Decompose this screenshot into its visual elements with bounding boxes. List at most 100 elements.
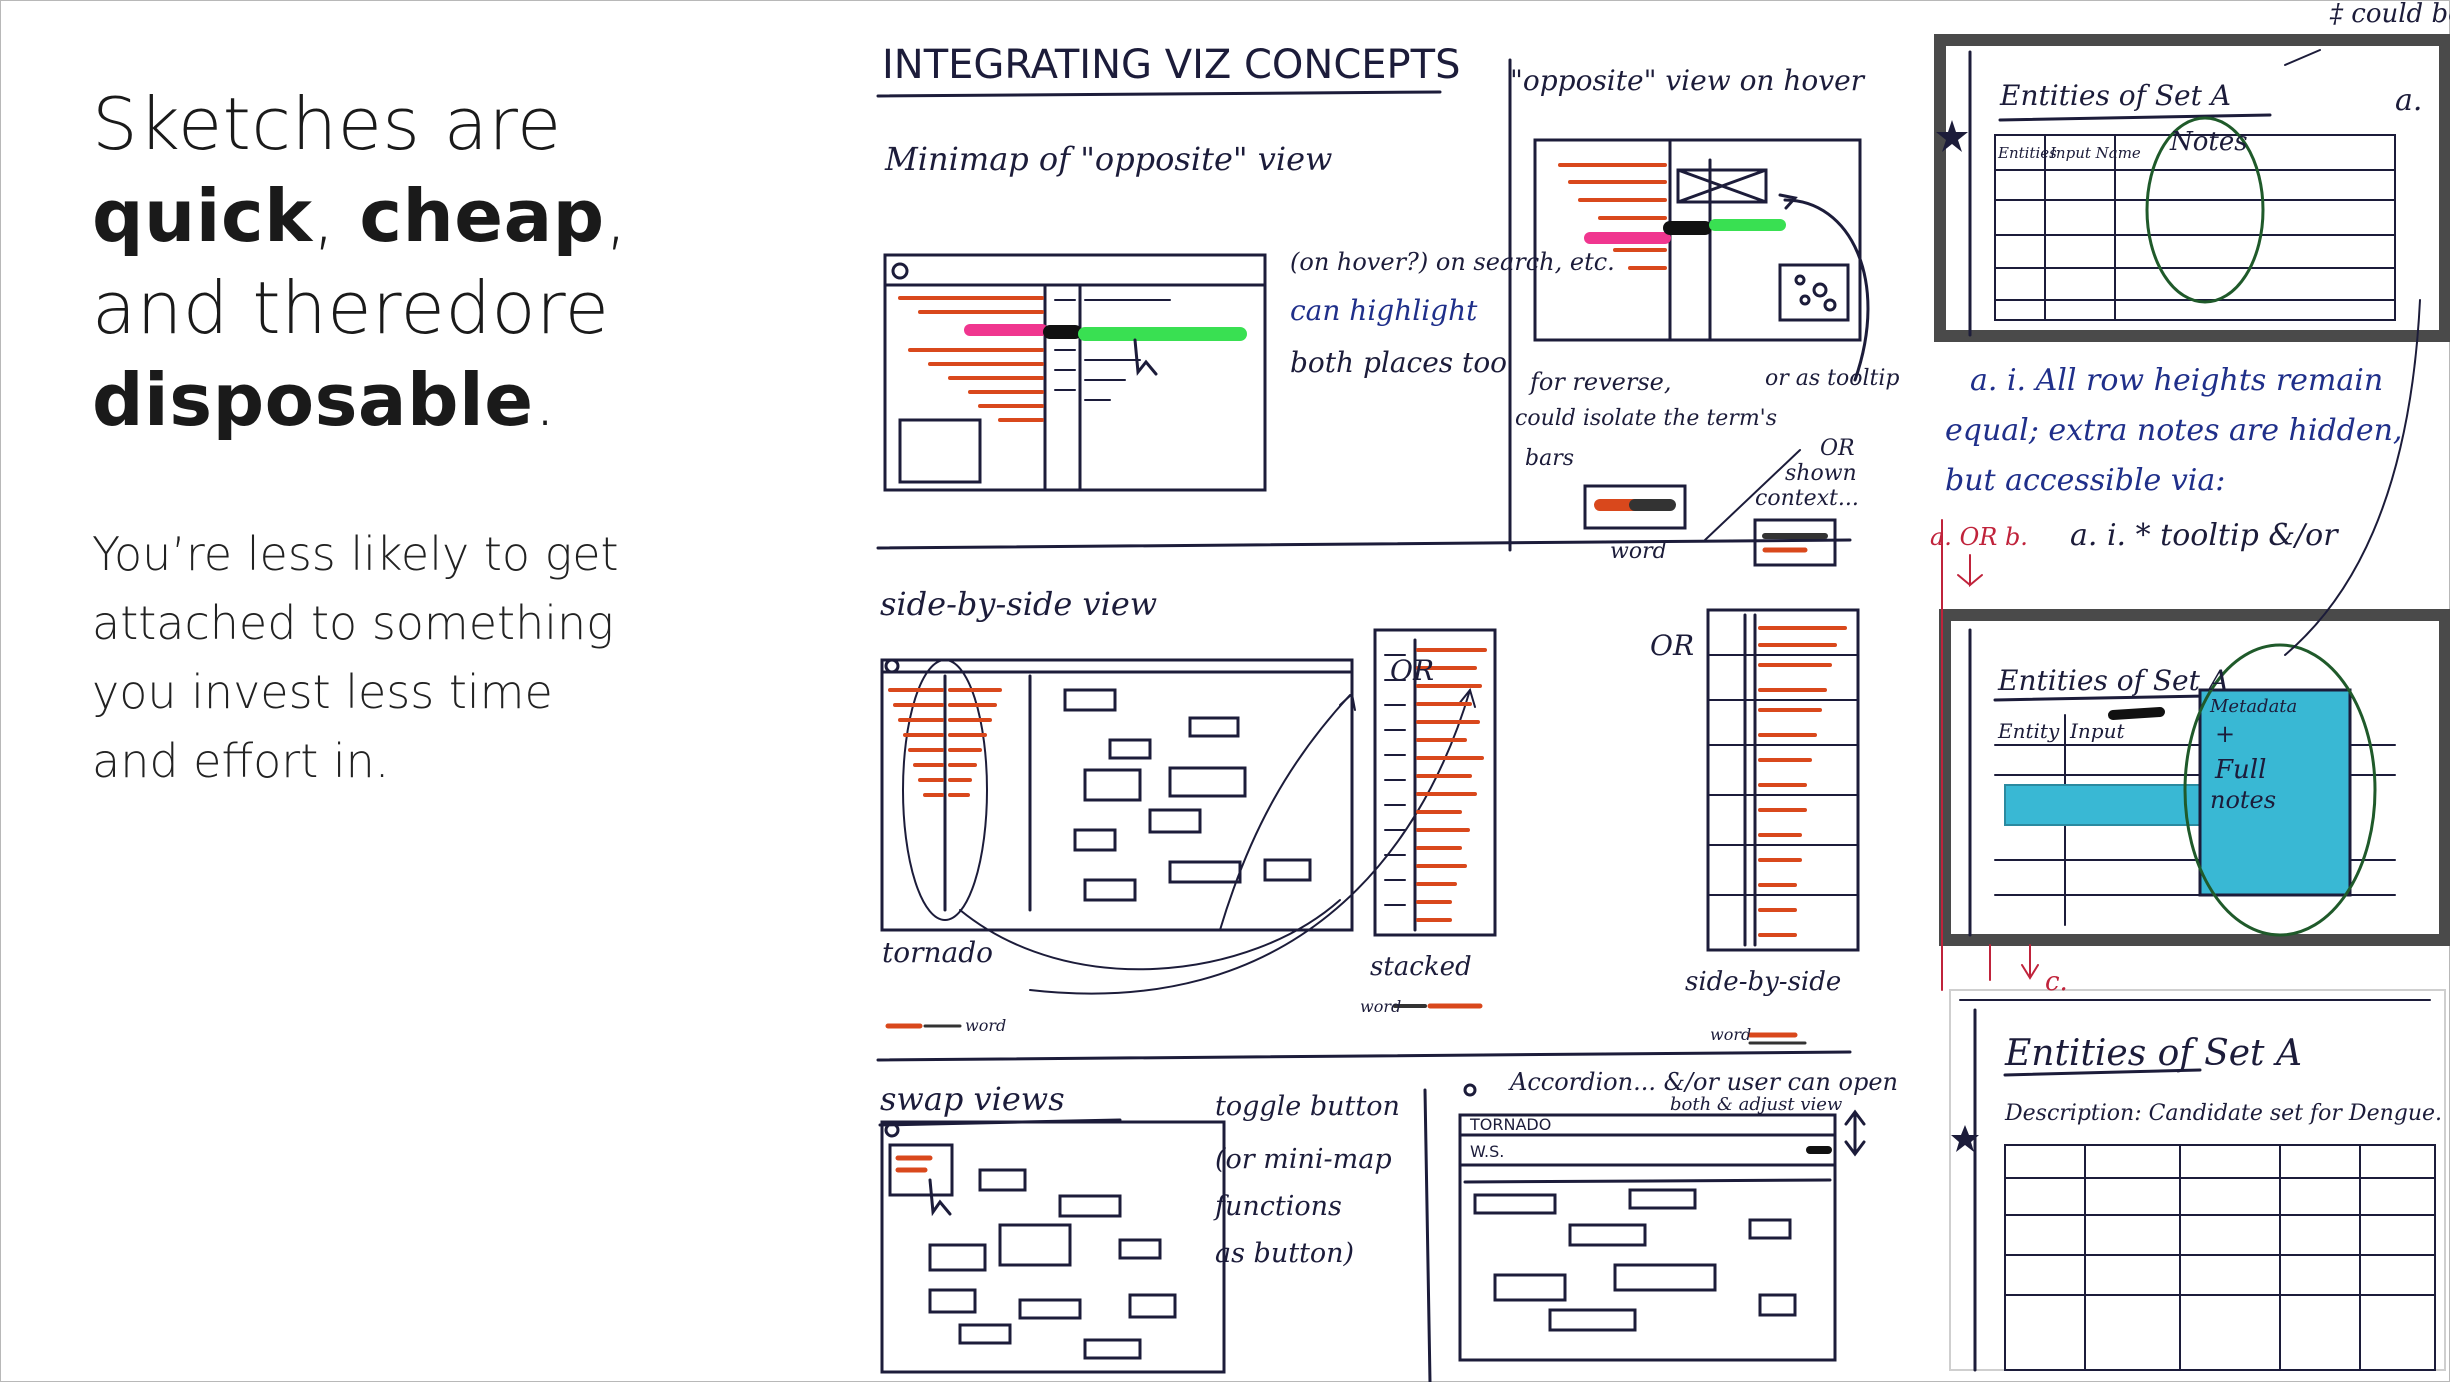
sbs-red-bars	[1758, 626, 1847, 937]
tornado-window	[880, 658, 1354, 932]
title-underline	[876, 90, 1442, 98]
accordion-tornado-label: TORNADO	[1469, 1115, 1551, 1134]
hover-arrow	[1783, 198, 1870, 382]
hover-minimap	[1778, 263, 1850, 322]
sketch-photo: INTEGRATING VIZ CONCEPTS "opposite" view…	[870, 0, 2450, 1382]
emphasis-quick: quick	[92, 174, 313, 258]
red-annotation-lines	[1941, 519, 2039, 991]
accordion-note-1: Accordion... &/or user can open	[1508, 1068, 1898, 1096]
cyan-row-highlight	[2004, 784, 2216, 826]
context-box	[1753, 518, 1837, 567]
note-highlight-3: both places too	[1290, 346, 1507, 379]
note-c: c.	[2045, 967, 2068, 997]
table1-col2: Input Name	[2049, 144, 2141, 162]
table2-meta-4: notes	[2210, 786, 2276, 814]
accordion-word-blocks	[1473, 1188, 1797, 1332]
section-divider-1	[876, 538, 1852, 550]
table2-meta-2: +	[2215, 720, 2235, 748]
headline-sep-2: ,	[604, 174, 629, 258]
metadata-popover	[2198, 688, 2352, 897]
cursor-icon	[1133, 338, 1158, 376]
tornado-word-blocks	[1063, 688, 1312, 902]
note-highlight-2: can highlight	[1290, 294, 1478, 327]
table1-col1: Entities	[1997, 144, 2057, 162]
note-a-i-2: equal; extra notes are hidden,	[1945, 413, 2402, 448]
headline-line-3: and theredore	[92, 262, 732, 354]
tornado-ellipse	[902, 659, 988, 921]
or-label-1: OR	[1390, 654, 1434, 687]
table-sketch-1	[1934, 34, 2450, 342]
side-by-side-window	[1706, 608, 1860, 952]
toggle-note-4: as button)	[1215, 1238, 1354, 1269]
headline: Sketches are quick, cheap, and theredore…	[92, 78, 732, 446]
emphasis-cheap: cheap	[359, 174, 605, 258]
label-word-1: word	[965, 1016, 1006, 1035]
or-arrow-1	[1219, 694, 1351, 931]
note-context-1: OR	[1820, 436, 1855, 461]
sbs-title: side-by-side view	[880, 585, 1157, 623]
table2-col1: Entity	[1997, 719, 2060, 743]
sbs-curve	[959, 899, 1341, 971]
note-could-be: ‡ could be	[2329, 0, 2450, 29]
toggle-note-3: functions	[1213, 1191, 1342, 1222]
note-reverse-1: for reverse,	[1528, 368, 1672, 396]
minimap-window	[883, 253, 1267, 492]
word-tooltip	[1583, 484, 1687, 530]
sketch-title: INTEGRATING VIZ CONCEPTS	[882, 42, 1460, 88]
label-stacked: stacked	[1370, 952, 1472, 982]
table2-col2: Input	[2069, 719, 2125, 743]
headline-line-2: quick, cheap,	[92, 170, 732, 262]
note-a-i-4: a. i. * tooltip &/or	[2070, 518, 2339, 553]
back-icon	[891, 262, 909, 280]
accordion-ws-label: W.S.	[1470, 1142, 1504, 1161]
accordion-note-2: both & adjust view	[1670, 1094, 1843, 1115]
table2-title: Entities of Set A	[1997, 664, 2229, 697]
toggle-note-1: toggle button	[1215, 1091, 1400, 1122]
label-tornado: tornado	[882, 936, 993, 969]
table3-title: Entities of Set A	[2004, 1033, 2302, 1074]
or-arrow-2	[1029, 689, 1471, 995]
table-sketch-3	[1949, 989, 2446, 1372]
table1-title: Entities of Set A	[1999, 79, 2231, 112]
sketch-canvas: INTEGRATING VIZ CONCEPTS "opposite" view…	[876, 0, 2450, 1382]
note-highlight-1: (on hover?) on search, etc.	[1290, 248, 1615, 276]
label-word-3: word	[1710, 1025, 1751, 1044]
headline-line-1: Sketches are	[92, 78, 732, 170]
adjust-arrows-icon	[1844, 1109, 1866, 1157]
section-divider-v2	[1423, 1088, 1432, 1382]
table1-col3: Notes	[2169, 127, 2248, 157]
emphasis-disposable: disposable	[92, 358, 534, 442]
note-tooltip: or as tooltip	[1765, 366, 1899, 391]
accordion-window	[1458, 1113, 1837, 1362]
stacked-window	[1373, 628, 1497, 937]
connector-curve	[2284, 299, 2421, 656]
star-icon	[1936, 120, 1968, 152]
label-side-by-side: side-by-side	[1685, 967, 1841, 997]
note-context-3: context...	[1755, 486, 1859, 511]
note-reverse-2: could isolate the term's	[1515, 406, 1777, 431]
swap-cursor-icon	[928, 1178, 952, 1217]
body-text: You’re less likely to get attached to so…	[92, 527, 619, 788]
headline-text-1: Sketches are	[92, 82, 562, 166]
note-word: word	[1610, 539, 1667, 564]
headline-end: .	[533, 358, 557, 442]
note-a-i-3: but accessible via:	[1945, 463, 2225, 498]
swap-window	[880, 1120, 1226, 1374]
note-a-or-b: a. OR b.	[1930, 523, 2028, 551]
hover-red-bars	[1558, 163, 1667, 270]
note-a: a.	[2395, 83, 2422, 118]
section-divider-2	[876, 1050, 1852, 1062]
headline-line-4: disposable.	[92, 354, 732, 446]
hover-box	[1676, 168, 1768, 204]
toggle-minimap-button	[888, 1143, 954, 1197]
tornado-red-bars	[888, 688, 1002, 797]
headline-text-3: and theredore	[92, 266, 610, 350]
table2-meta-1: Metadata	[2209, 696, 2297, 717]
swap-title: swap views	[880, 1080, 1065, 1118]
headline-sep-1: ,	[312, 174, 360, 258]
hover-view-window	[1533, 138, 1862, 342]
label-word-2: word	[1360, 997, 1401, 1016]
table2-meta-3: Full	[2214, 755, 2266, 785]
toggle-note-2: (or mini-map	[1215, 1144, 1392, 1175]
note-context-2: shown	[1785, 461, 1857, 486]
